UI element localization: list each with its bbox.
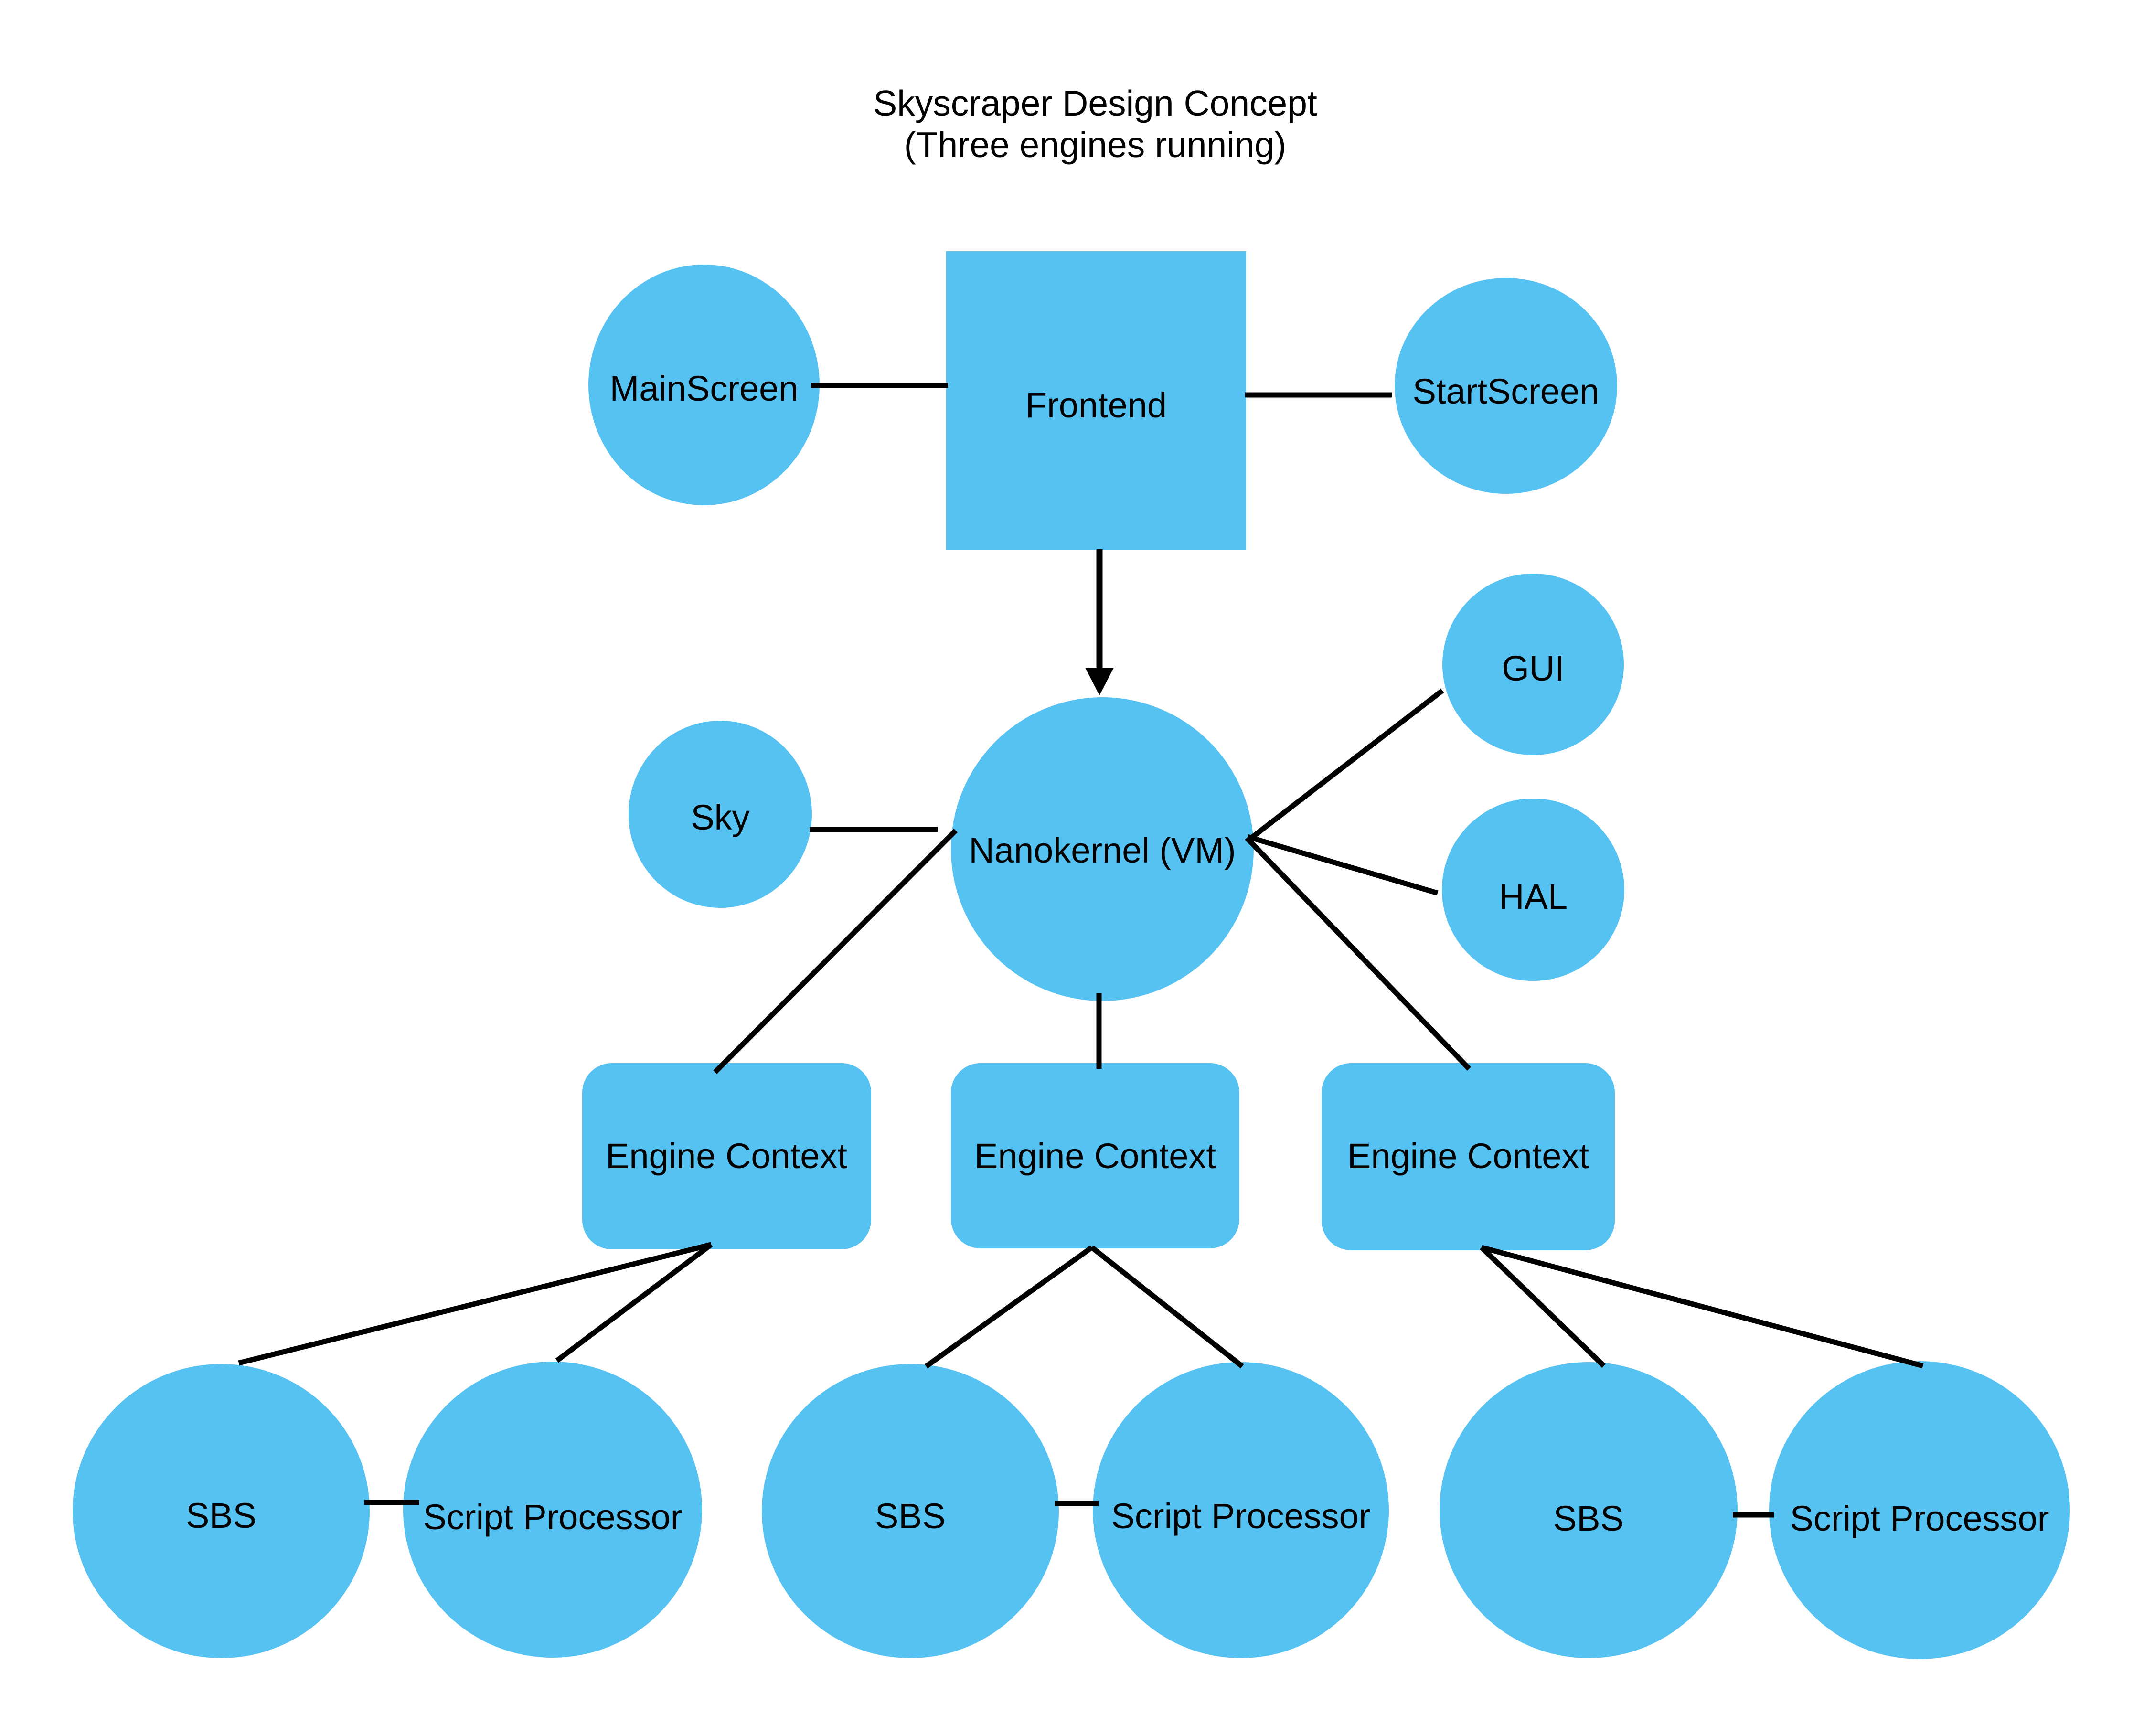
node-label-sbs-3: SBS: [1553, 1499, 1624, 1538]
edge-engine-context-1-script-processor-1: [555, 1242, 713, 1363]
node-shape-sbs-3: [1440, 1362, 1738, 1658]
node-shape-script-processor-1: [403, 1362, 702, 1658]
node-shape-hal: [1442, 799, 1624, 981]
node-label-script-processor-1: Script Processor: [423, 1497, 683, 1537]
node-shape-gui: [1442, 574, 1624, 755]
edge-engine-context-2-script-processor-2: [1090, 1245, 1244, 1369]
edge-engine-context-3-sbs-3: [1480, 1246, 1606, 1368]
shapes-layer: [73, 251, 2070, 1659]
node-label-frontend: Frontend: [1025, 385, 1167, 425]
node-label-gui: GUI: [1502, 649, 1565, 688]
edge-nanokernel-engine-context-3: [1245, 836, 1471, 1071]
diagram-title: Skyscraper Design Concept(Three engines …: [873, 83, 1317, 165]
arrowhead-frontend-nanokernel: [1085, 668, 1114, 695]
node-label-engine-context-3: Engine Context: [1347, 1136, 1589, 1176]
edge-nanokernel-hal: [1247, 834, 1439, 896]
node-shape-engine-context-1: [582, 1063, 871, 1249]
node-shape-frontend: [946, 251, 1246, 550]
node-shape-startscreen: [1395, 278, 1617, 494]
node-shape-nanokernel: [951, 697, 1254, 1001]
node-label-mainscreen: MainScreen: [610, 369, 799, 408]
edge-engine-context-3-script-processor-3: [1481, 1245, 1924, 1369]
labels-layer: MainScreen Frontend StartScreenSkyNanokern…: [186, 369, 2049, 1538]
node-label-engine-context-1: Engine Context: [606, 1136, 847, 1176]
node-label-script-processor-3: Script Processor: [1790, 1499, 2049, 1538]
node-shape-sky: [629, 721, 812, 908]
node-label-startscreen: StartScreen: [1413, 372, 1600, 411]
node-shape-engine-context-3: [1322, 1063, 1615, 1250]
node-shape-mainscreen: [588, 265, 820, 505]
node-label-sky: Sky: [691, 798, 749, 837]
edges-layer: [238, 383, 1924, 1518]
node-shape-sbs-1: [73, 1364, 370, 1658]
node-label-hal: HAL: [1499, 877, 1568, 916]
edge-engine-context-2-sbs-2: [924, 1245, 1094, 1369]
node-label-script-processor-2: Script Processor: [1111, 1496, 1371, 1536]
edge-nanokernel-engine-context-1: [713, 829, 958, 1074]
node-shape-sbs-2: [762, 1364, 1059, 1658]
edge-engine-context-1-sbs-1: [238, 1242, 712, 1366]
node-shape-script-processor-3: [1769, 1361, 2070, 1659]
node-label-sbs-1: SBS: [186, 1496, 256, 1535]
edge-nanokernel-gui: [1245, 688, 1444, 844]
node-label-sbs-2: SBS: [875, 1496, 946, 1536]
node-shape-engine-context-2: [951, 1063, 1239, 1248]
title-line-2: (Three engines running): [904, 125, 1286, 165]
node-shape-script-processor-2: [1093, 1362, 1389, 1658]
node-label-nanokernel: Nanokernel (VM): [969, 831, 1236, 870]
node-label-engine-context-2: Engine Context: [974, 1136, 1216, 1176]
title-line-1: Skyscraper Design Concept: [873, 83, 1317, 123]
